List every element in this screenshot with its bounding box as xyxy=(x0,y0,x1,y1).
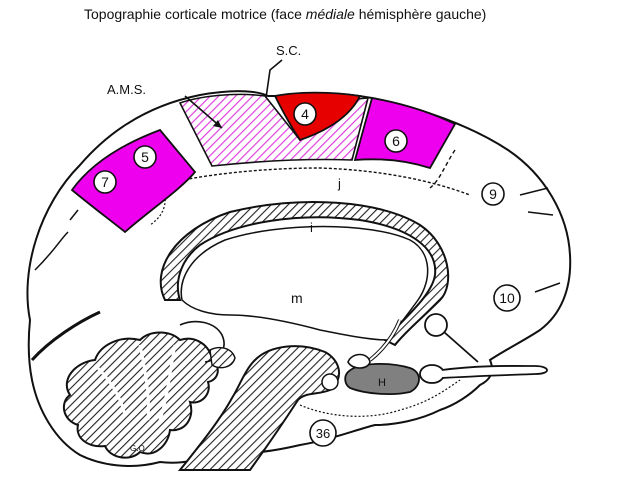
m-label: m xyxy=(291,290,303,306)
central-sulcus-arrow xyxy=(266,60,282,98)
area-5-label: 5 xyxy=(141,149,149,165)
j-label: j xyxy=(337,176,341,191)
ams-label: A.M.S. xyxy=(107,82,146,97)
area-9-label: 9 xyxy=(489,186,497,202)
area-10-label: 10 xyxy=(499,290,515,306)
optic-nerve xyxy=(442,366,547,378)
go-label: G.O xyxy=(130,444,145,453)
area-6-label: 6 xyxy=(392,133,400,149)
i-label: i xyxy=(310,220,313,235)
sc-label: S.C. xyxy=(276,43,301,58)
mammillary-body xyxy=(348,355,370,369)
h-label: H xyxy=(378,377,386,389)
area-4-label: 4 xyxy=(301,106,309,122)
area-36-label: 36 xyxy=(316,426,330,441)
pineal-region xyxy=(322,374,338,390)
area-7-label: 7 xyxy=(101,174,109,190)
optic-chiasm xyxy=(420,365,444,383)
